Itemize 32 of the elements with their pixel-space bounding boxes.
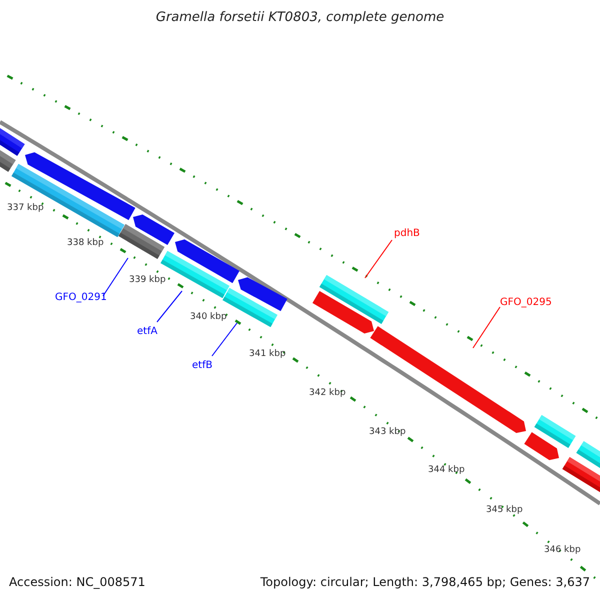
- gene-label: etfA: [137, 327, 158, 337]
- leader-line: [156, 290, 182, 322]
- gene-label: pdhB: [394, 229, 420, 239]
- title: Gramella forsetii KT0803, complete genome: [154, 11, 446, 24]
- leader-line: [472, 306, 500, 348]
- footer-text: Accession: NC_008571: [9, 576, 146, 588]
- gene-feature: [133, 214, 174, 246]
- scale-label: 343 kbp: [369, 428, 406, 437]
- leader-line: [102, 258, 128, 296]
- leader-line: [364, 240, 392, 278]
- gene-feature: [524, 432, 559, 460]
- scale-label: 342 kbp: [309, 389, 346, 398]
- scale-label: 339 kbp: [129, 276, 166, 285]
- scale-label: 344 kbp: [428, 466, 465, 475]
- gene-label: GFO_0295: [500, 298, 552, 308]
- gene-feature: [534, 415, 576, 448]
- scale-label: 345 kbp: [486, 506, 523, 515]
- gene-feature: [312, 290, 374, 334]
- gene-feature: [319, 275, 389, 324]
- leader-line: [212, 322, 238, 356]
- gene-feature: [175, 239, 240, 284]
- scale-label: 341 kbp: [249, 350, 286, 359]
- footer-text: Topology: circular; Length: 3,798,465 bp; Genes: 3,637: [260, 576, 590, 588]
- gene-feature: [238, 277, 288, 312]
- scale-label: 346 kbp: [544, 546, 581, 555]
- gene-label: etfB: [192, 361, 212, 371]
- scale-label: 338 kbp: [67, 239, 104, 248]
- scale-label: 340 kbp: [190, 313, 227, 322]
- gene-feature: [118, 224, 165, 260]
- scale-label: 337 kbp: [7, 204, 44, 213]
- gene-label: GFO_0291: [55, 293, 107, 303]
- gene-feature: [25, 152, 136, 220]
